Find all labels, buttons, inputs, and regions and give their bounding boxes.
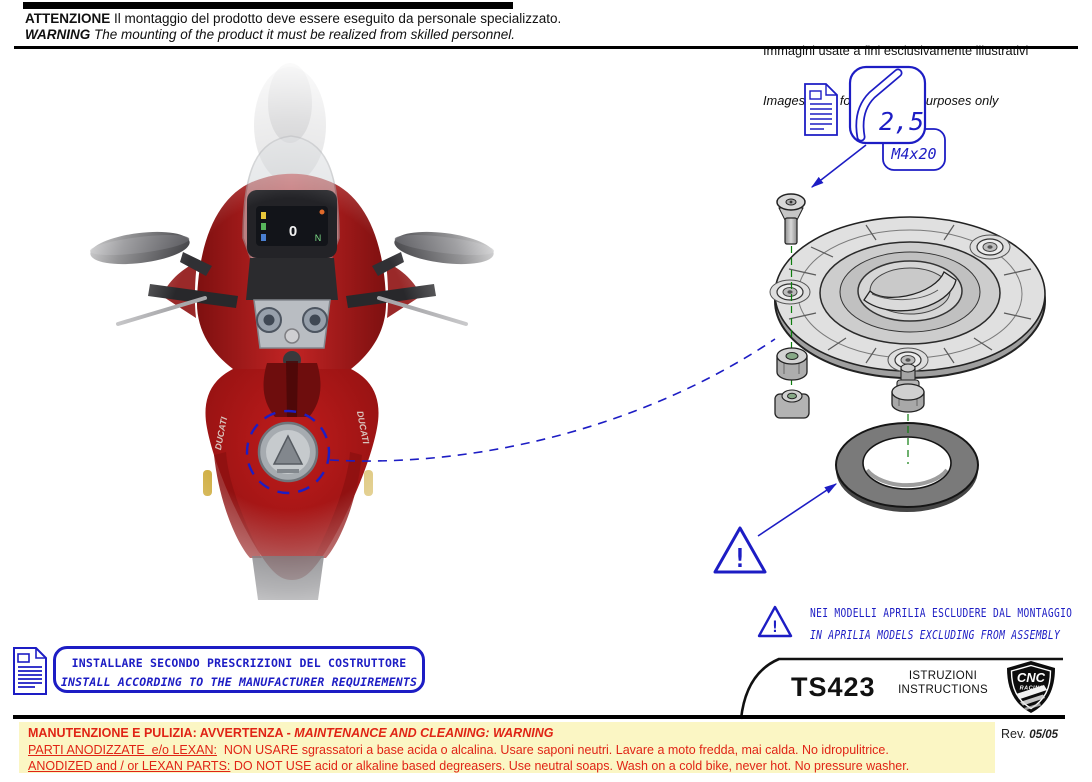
hex-nut: [776, 347, 808, 381]
callout-dashed-curve: [329, 338, 776, 462]
flange-bolt-hole-top-right: [969, 234, 1011, 260]
aprilia-note-en: IN APRILIA MODELS EXCLUDING FROM ASSEMBL…: [810, 628, 1061, 642]
footer-divider: [13, 715, 1065, 719]
logo-shield: [1007, 661, 1055, 713]
header-warning-en-label: WARNING: [25, 27, 91, 42]
exclamation-mark: !: [770, 617, 780, 636]
allen-key-icon: [855, 68, 903, 142]
main-illustration: 0 N D: [78, 55, 1046, 630]
flange-bolt-hole-left: [769, 279, 811, 305]
product-code: TS423: [791, 672, 876, 702]
logo-brand-bottom: RACING: [1020, 686, 1045, 692]
revision: Rev. 05/05: [1001, 727, 1058, 741]
warning-triangle-icon: !: [713, 526, 767, 574]
instructions-document-icon: [804, 83, 838, 136]
cnc-racing-logo: CNC RACING: [1007, 661, 1055, 713]
allen-key-size-label: 2,5: [879, 107, 924, 136]
install-note-en: INSTALL ACCORDING TO THE MANUFACTURER RE…: [60, 675, 418, 689]
install-note-it: INSTALLARE SECONDO PRESCRIZIONI DEL COST…: [71, 656, 407, 670]
maintenance-warning-box: MANUTENZIONE E PULIZIA: AVVERTENZA - MAI…: [19, 722, 995, 773]
install-requirements-box: INSTALLARE SECONDO PRESCRIZIONI DEL COST…: [53, 646, 425, 693]
maintenance-title: MANUTENZIONE E PULIZIA: AVVERTENZA - MAI…: [28, 726, 554, 740]
gasket-ring: [835, 422, 979, 512]
maintenance-line-en: ANODIZED and / or LEXAN PARTS: DO NOT US…: [28, 759, 910, 773]
screw-spec-label: M4x20: [890, 145, 936, 163]
highlight-dashed-circle: [245, 409, 331, 495]
countersunk-screw: [776, 193, 806, 245]
well-nut: [774, 389, 810, 419]
header-divider: [14, 46, 1078, 49]
header-top-bar: [23, 2, 513, 9]
revision-label: Rev.: [1001, 727, 1030, 741]
allen-key-box: [848, 65, 927, 145]
revision-value: 05/05: [1029, 729, 1059, 741]
header-warning-en: WARNING The mounting of the product it m…: [25, 27, 515, 42]
photo-fade-vignette: [78, 55, 538, 630]
gasket-callout-arrow: [757, 483, 838, 537]
maintenance-line-it: PARTI ANODIZZATE e/o LEXAN: NON USARE sg…: [28, 742, 889, 757]
manual-document-icon: [13, 647, 47, 695]
cap-flange: [769, 216, 1046, 379]
doc-type: ISTRUZIONI INSTRUCTIONS: [893, 669, 993, 697]
aprilia-warning-triangle-icon: !: [757, 605, 793, 638]
aprilia-note: NEI MODELLI APRILIA ESCLUDERE DAL MONTAG…: [810, 606, 1092, 642]
screw-callout-arrow: [810, 144, 867, 188]
logo-brand-top: CNC: [1017, 670, 1046, 685]
flange-latch-handle: [863, 271, 957, 312]
doc-type-en: INSTRUCTIONS: [898, 684, 988, 696]
doc-type-it: ISTRUZIONI: [908, 670, 978, 682]
stud-and-nut: [891, 363, 925, 413]
header-warning-it: ATTENZIONE Il montaggio del prodotto dev…: [25, 11, 562, 26]
footer-separator-curve: [739, 657, 1063, 720]
header-warning-it-label: ATTENZIONE: [25, 11, 111, 26]
exclamation-mark: !: [732, 544, 748, 574]
aprilia-note-it: NEI MODELLI APRILIA ESCLUDERE DAL MONTAG…: [810, 606, 1073, 620]
